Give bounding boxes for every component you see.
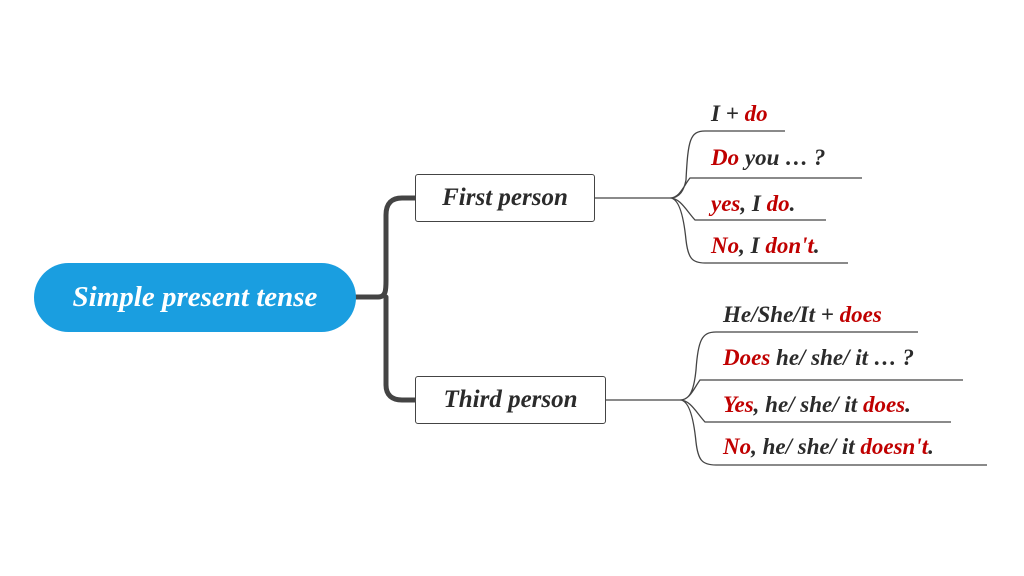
leaf-segment: do xyxy=(744,101,768,126)
root-node: Simple present tense xyxy=(34,263,356,332)
leaf-segment: , I xyxy=(740,191,767,216)
leaf-segment: No xyxy=(711,233,740,258)
third-branch-connector xyxy=(606,331,987,466)
leaf-segment: Does xyxy=(723,345,771,370)
leaf-segment: does xyxy=(839,302,882,327)
first-branch-connector xyxy=(595,130,862,264)
leaf-segment: yes xyxy=(711,191,741,216)
leaf-segment: No xyxy=(723,434,752,459)
leaf-segment: . xyxy=(813,233,820,258)
leaf-first-0: I + do xyxy=(711,101,768,127)
branch-node-first-person: First person xyxy=(415,174,595,222)
leaf-third-1: Does he/ she/ it … ? xyxy=(723,345,914,371)
leaf-segment: , I xyxy=(739,233,766,258)
leaf-third-3: No, he/ she/ it doesn't. xyxy=(723,434,934,460)
leaf-segment: you … ? xyxy=(739,145,826,170)
leaf-segment: doesn't xyxy=(860,434,929,459)
root-connector xyxy=(353,195,418,403)
leaf-segment: , he/ she/ it xyxy=(751,434,861,459)
leaf-segment: . xyxy=(905,392,911,417)
leaf-segment: does xyxy=(862,392,906,417)
leaf-segment: , he/ she/ it xyxy=(753,392,863,417)
leaf-first-1: Do you … ? xyxy=(711,145,825,171)
leaf-segment: don't xyxy=(765,233,814,258)
leaf-segment: Yes xyxy=(723,392,754,417)
leaf-segment: Do xyxy=(711,145,740,170)
branch-label: First person xyxy=(442,184,568,211)
branch-node-third-person: Third person xyxy=(415,376,606,424)
leaf-segment: he/ she/ it … ? xyxy=(770,345,915,370)
leaf-third-0: He/She/It + does xyxy=(723,302,882,328)
leaf-first-3: No, I don't. xyxy=(711,233,820,259)
leaf-segment: . xyxy=(789,191,796,216)
leaf-segment: . xyxy=(928,434,934,459)
root-label: Simple present tense xyxy=(72,281,318,313)
leaf-first-2: yes, I do. xyxy=(711,191,795,217)
branch-label: Third person xyxy=(443,386,578,413)
leaf-third-2: Yes, he/ she/ it does. xyxy=(723,392,911,418)
leaf-segment: do xyxy=(766,191,790,216)
leaf-segment: I + xyxy=(711,101,745,126)
leaf-segment: He/She/It + xyxy=(723,302,840,327)
